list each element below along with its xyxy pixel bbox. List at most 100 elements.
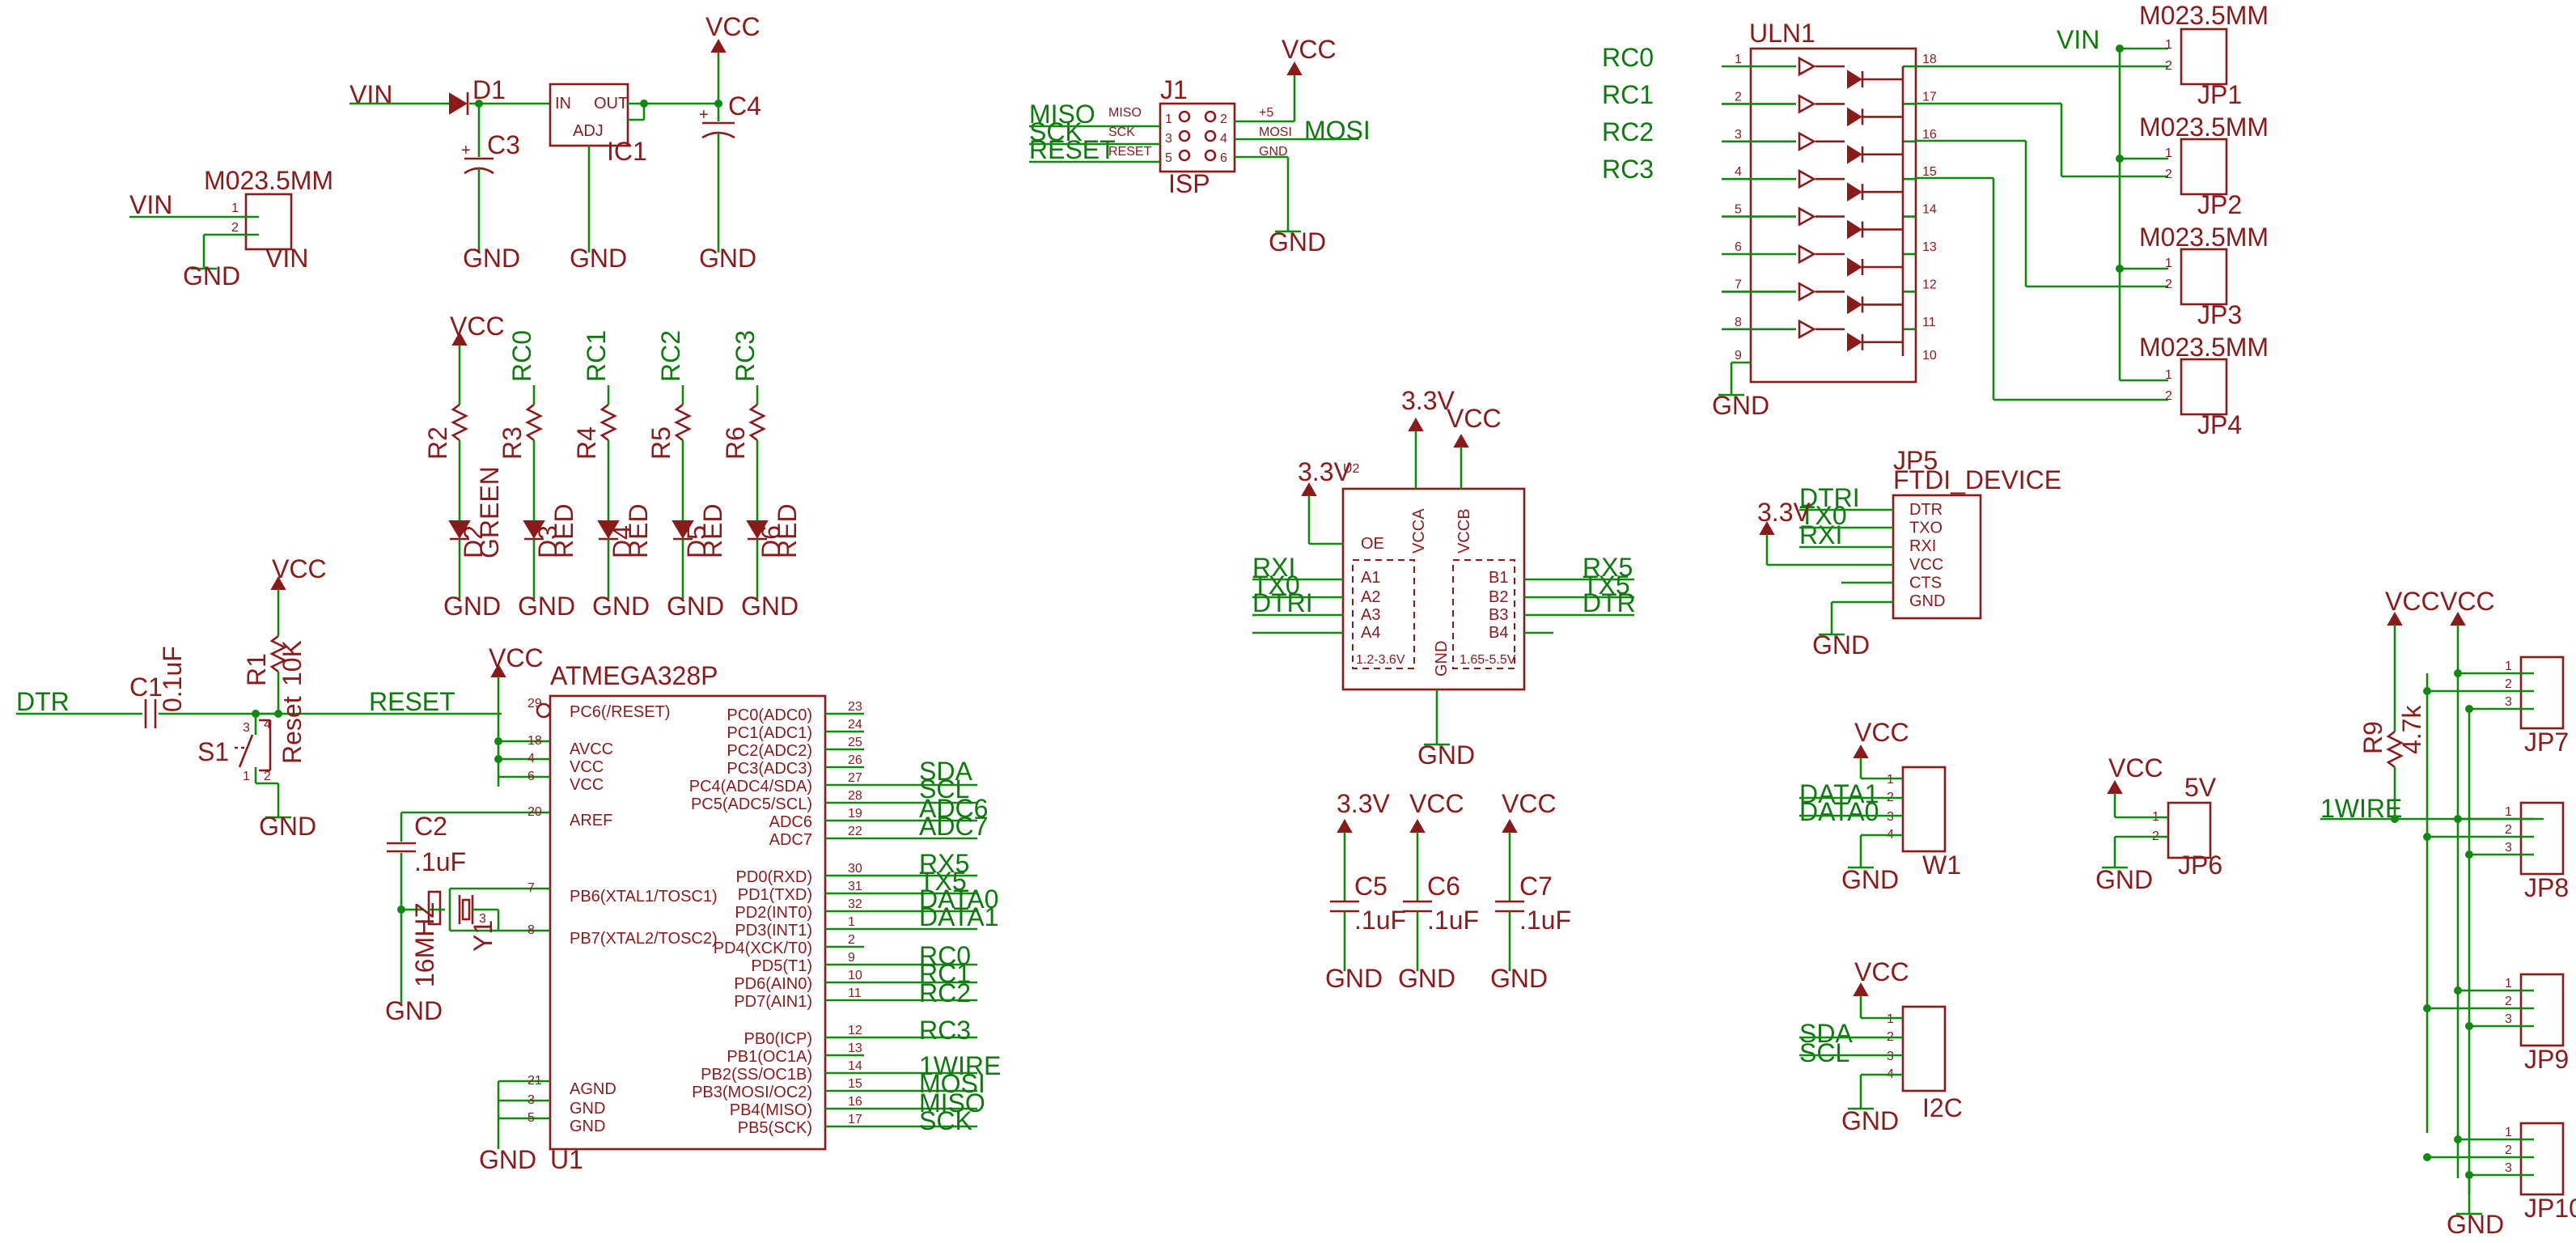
label-jp9: JP9 xyxy=(2524,1045,2569,1074)
net-rxi-ftdi: RXI xyxy=(1799,520,1842,549)
value-c1: 0.1uF xyxy=(158,646,187,712)
label-jp4: JP4 xyxy=(2197,410,2242,439)
gnd-w1: GND xyxy=(1841,865,1899,894)
v33-c5: 3.3V xyxy=(1337,789,1390,818)
range-a: 1.2-3.6V xyxy=(1356,653,1405,667)
svg-text:2: 2 xyxy=(231,221,239,235)
net-rc2-uln: RC2 xyxy=(1602,117,1654,146)
net-dtr-u2: DTR xyxy=(1582,588,1636,617)
label-r5: R5 xyxy=(646,426,676,460)
gnd-u2: GND xyxy=(1417,740,1475,770)
junction-dot xyxy=(2454,669,2462,677)
mcu-pin-number: 5 xyxy=(527,1111,535,1125)
uln-pin-number: 5 xyxy=(1735,203,1742,217)
mcu-pin-label: PB0(ICP) xyxy=(744,1030,812,1048)
vcc-w1: VCC xyxy=(1854,718,1909,747)
value-reset-button: Reset xyxy=(278,696,307,764)
net-rc1-uln: RC1 xyxy=(1602,80,1654,109)
label-d4: D4 xyxy=(608,525,637,558)
label-c4: C4 xyxy=(728,91,761,121)
svg-text:2: 2 xyxy=(2165,168,2172,181)
isp-pin-reset: RESET xyxy=(1108,145,1152,159)
isp-pin-mosi: MOSI xyxy=(1259,125,1292,139)
net-1wire-mcu: 1WIRE xyxy=(919,1051,1001,1080)
mcu-pin-label: PC1(ADC1) xyxy=(727,724,812,742)
mcu-pin-label: PC3(ADC3) xyxy=(727,760,812,778)
label-m023-vin: M023.5MM xyxy=(204,166,333,195)
svg-text:5: 5 xyxy=(1165,151,1172,165)
uln-pin-number: 18 xyxy=(1922,53,1937,66)
net-rc0-mcu: RC0 xyxy=(919,941,971,970)
diode-d1 xyxy=(449,92,469,115)
vcc-c7: VCC xyxy=(1502,789,1557,818)
connector-w1: 1 2 3 4 VCC DATA1 DATA0 GND W1 xyxy=(1799,718,1961,894)
uln-pin-number: 11 xyxy=(1922,316,1936,329)
gnd-d6: GND xyxy=(741,592,799,621)
uln-pin-number: 15 xyxy=(1922,165,1937,179)
pin-oe: OE xyxy=(1361,535,1384,553)
uln-pin-number: 6 xyxy=(1735,240,1742,254)
gnd-c2: GND xyxy=(385,996,443,1025)
svg-text:1: 1 xyxy=(243,770,250,783)
net-label-vin: VIN xyxy=(350,80,392,109)
gnd-s1: GND xyxy=(259,812,316,841)
junction-dot xyxy=(2423,1153,2431,1161)
mcu-pin-label: PD0(RXD) xyxy=(736,868,812,886)
pin-vccb: VCCB xyxy=(1455,508,1473,554)
led-array: VCC GND R2 D2 GREEN RC0 GND R3 D3 RED RC… xyxy=(423,312,802,621)
uln-diode xyxy=(1847,182,1862,202)
vcc-c6: VCC xyxy=(1409,789,1464,818)
label-m023-jp4: M023.5MM xyxy=(2139,333,2269,362)
mcu-pin-label: PC4(ADC4/SDA) xyxy=(689,778,812,795)
net-reset-isp: RESET xyxy=(1029,135,1116,164)
label-d1: D1 xyxy=(472,75,506,104)
crystal-y1: 3 xyxy=(401,887,550,932)
mcu-pin-number: 9 xyxy=(848,951,855,965)
label-j1: J1 xyxy=(1160,75,1188,104)
svg-text:1: 1 xyxy=(2165,38,2172,52)
label-ftdi: FTDI_DEVICE xyxy=(1893,465,2061,494)
uln-pin-number: 16 xyxy=(1922,128,1937,142)
net-rc2-mcu: RC2 xyxy=(919,978,971,1008)
onewire-pin-number: 3 xyxy=(2505,695,2512,709)
reset-circuit: DTR C1 0.1uF RESET VCC R1 10K 3 1 4 2 xyxy=(16,554,502,841)
mcu-pin-number: 31 xyxy=(848,880,862,893)
mcu-pin-number: 19 xyxy=(848,807,862,821)
label-mcu: ATMEGA328P xyxy=(550,661,718,690)
uln-diode xyxy=(1847,144,1862,164)
junction-dot xyxy=(2454,986,2462,995)
mcu-pin-number: 12 xyxy=(848,1024,862,1037)
label-u2: U2 xyxy=(1343,462,1360,476)
svg-text:3: 3 xyxy=(243,721,250,735)
uln-diode xyxy=(1847,219,1862,240)
mcu-pin-label: PC6(/RESET) xyxy=(570,703,670,721)
vin-connector: M023.5MM 1 2 VIN GND VIN xyxy=(129,166,333,291)
label-isp: ISP xyxy=(1168,169,1210,198)
vcc-isp: VCC xyxy=(1282,35,1337,64)
pin-b4: B4 xyxy=(1489,624,1508,642)
ftdi-pin-label: VCC xyxy=(1909,556,1943,574)
junction-dot xyxy=(2465,1171,2473,1179)
gnd-vin-conn: GND xyxy=(183,261,240,291)
mcu-pin-number: 11 xyxy=(848,986,862,1000)
vcc-r9: VCC xyxy=(2385,587,2440,616)
gnd-c5: GND xyxy=(1325,964,1383,993)
mcu-pin-label: PD2(INT0) xyxy=(735,904,812,922)
net-miso-isp: MISO xyxy=(1029,100,1095,129)
onewire-pin-number: 2 xyxy=(2505,677,2512,691)
svg-text:4: 4 xyxy=(1220,132,1227,146)
mcu-pin-number: 17 xyxy=(848,1113,862,1126)
mcu-pin-number: 1 xyxy=(848,915,855,929)
uln-buffer xyxy=(1798,168,1816,189)
onewire-connector-body xyxy=(2519,1122,2565,1196)
reset-switch-s1: 3 1 4 2 xyxy=(235,712,280,817)
ftdi-pin-label: GND xyxy=(1909,592,1945,610)
label-jp1: JP1 xyxy=(2197,80,2242,109)
uln-buffer xyxy=(1798,94,1816,114)
mcu-pin-label: PD4(XCK/T0) xyxy=(714,940,812,957)
junction-dot xyxy=(2465,705,2473,713)
mcu-pin-label: PD5(T1) xyxy=(751,957,812,975)
mcu-pin-number: 32 xyxy=(848,897,862,911)
